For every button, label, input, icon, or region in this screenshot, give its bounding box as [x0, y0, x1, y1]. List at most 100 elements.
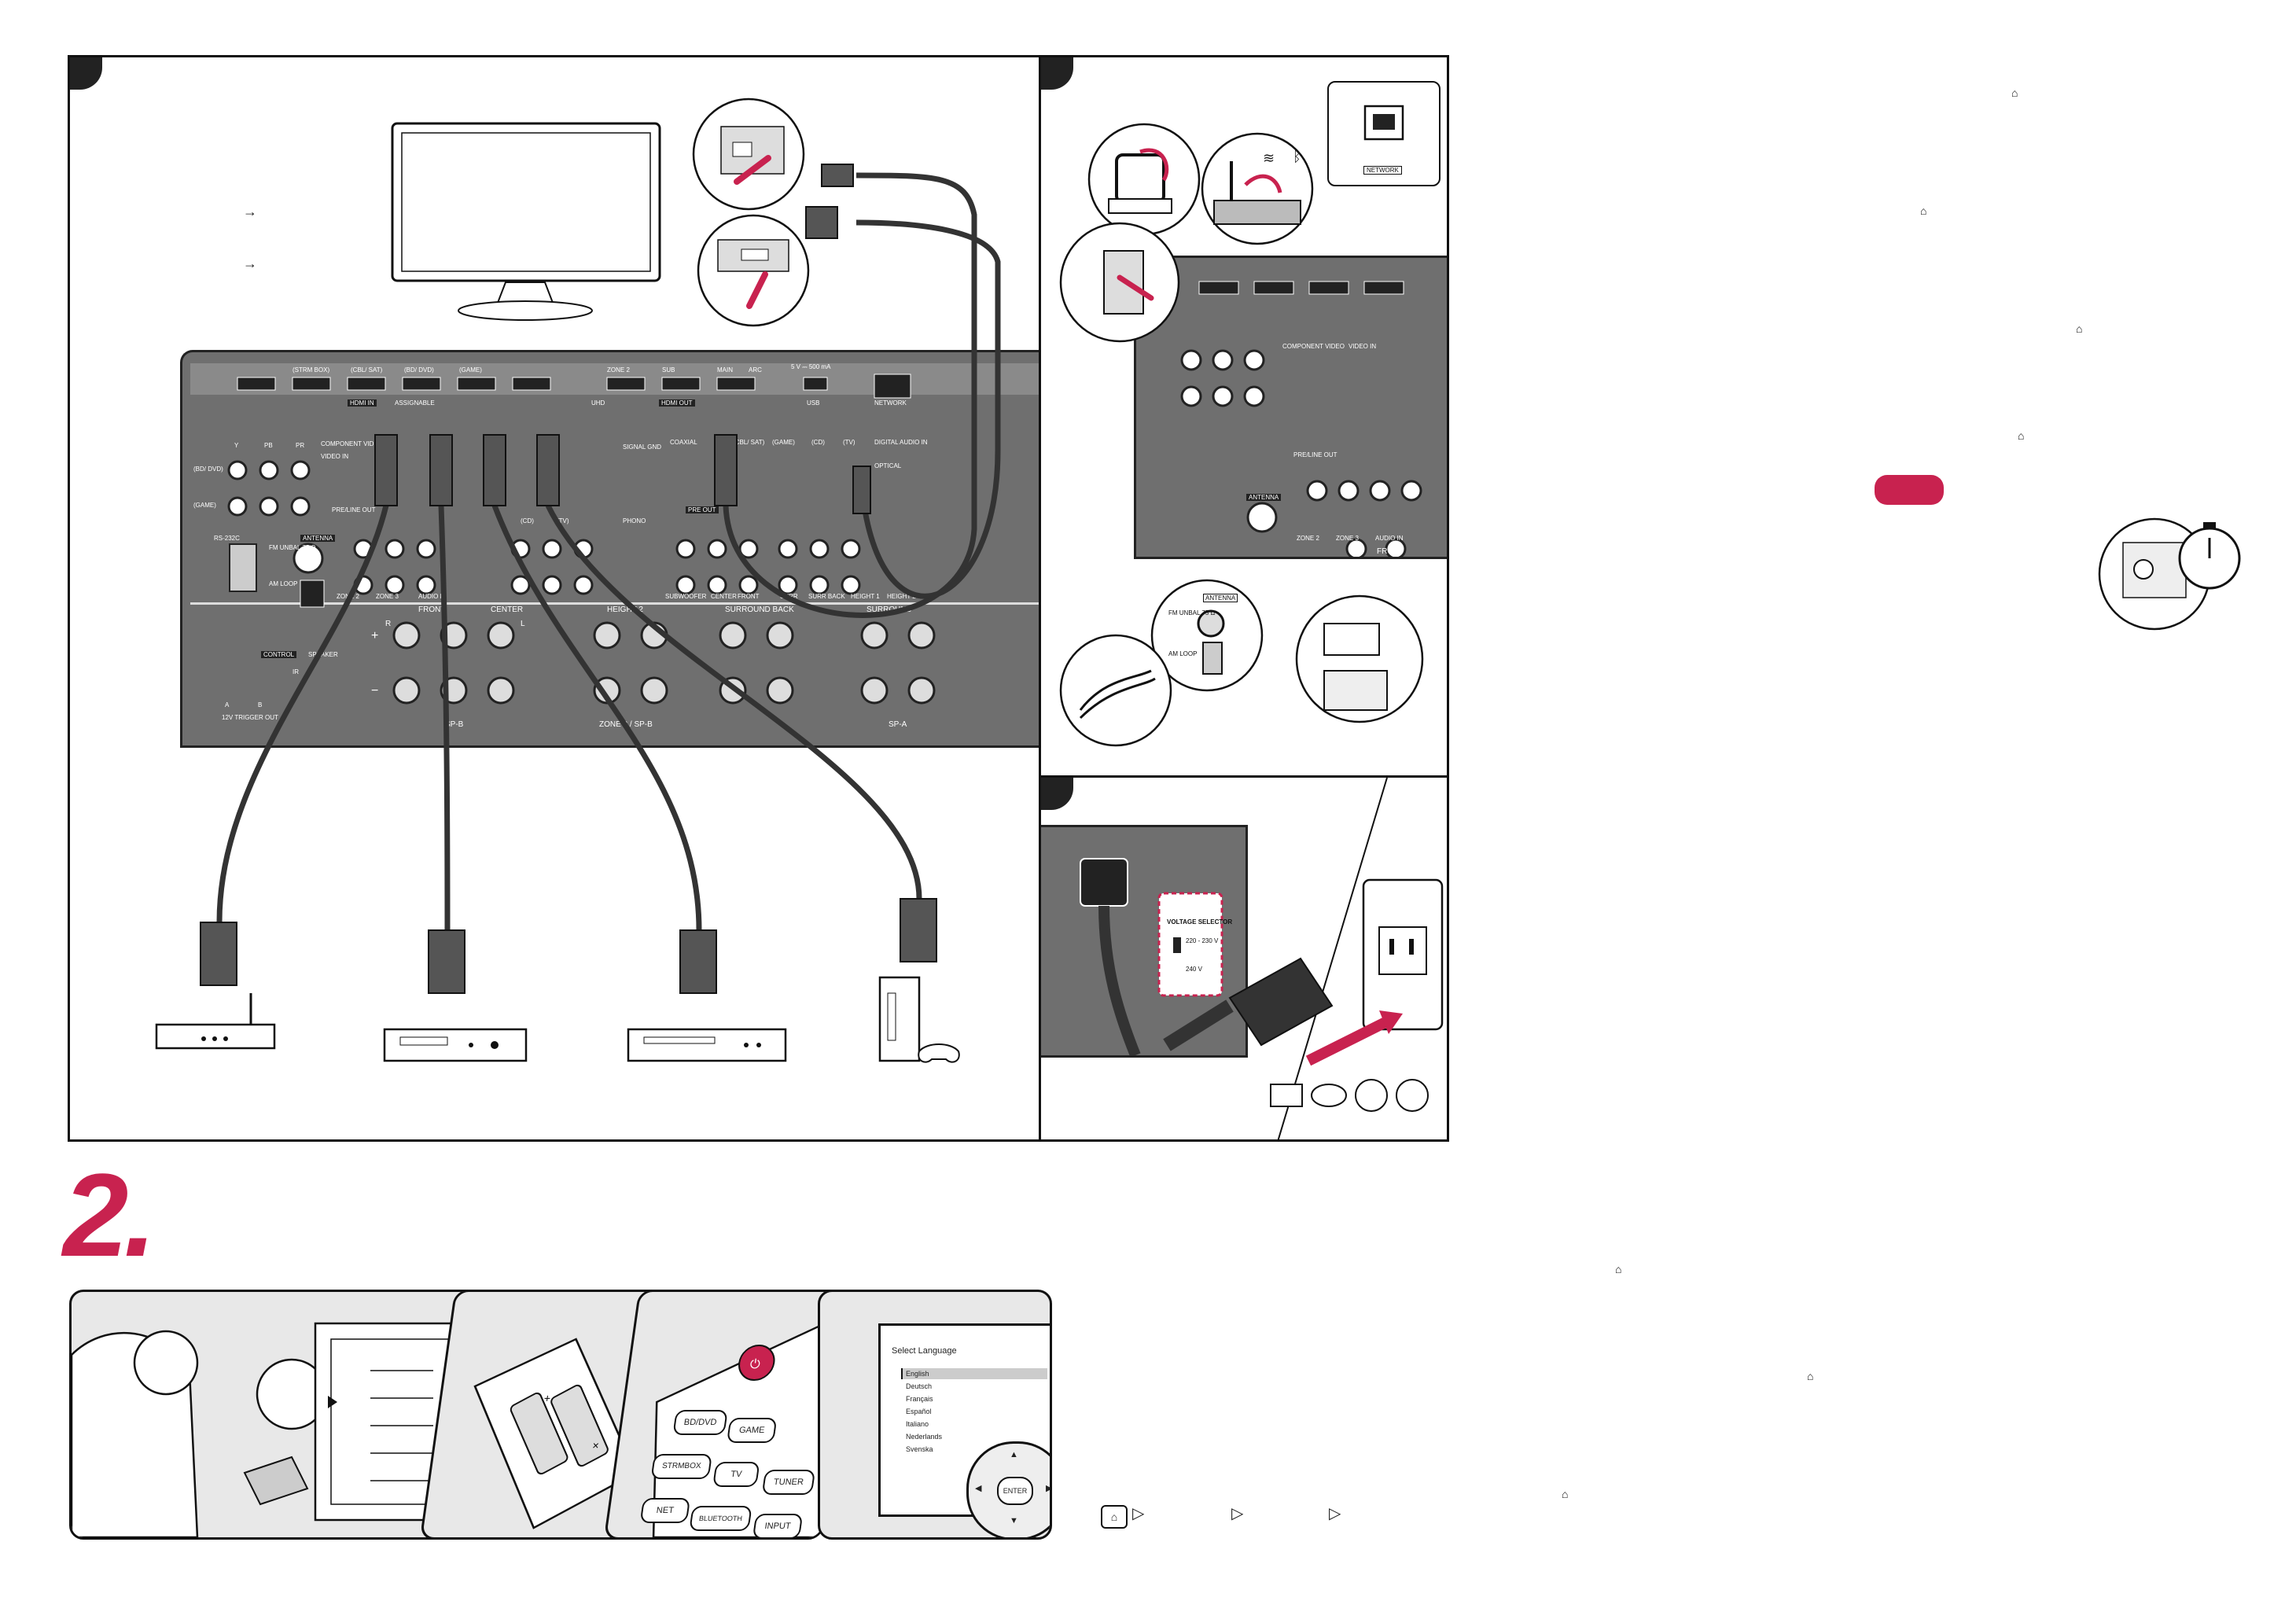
- tv-optical-callout: [690, 95, 808, 213]
- language-option[interactable]: Español: [906, 1408, 932, 1415]
- reset-button-illustration: [2076, 511, 2249, 645]
- language-option-selected[interactable]: English: [901, 1368, 1047, 1379]
- component-video-label: COMPONENT VIDEO: [321, 440, 383, 447]
- coaxial-label: COAXIAL: [670, 439, 697, 446]
- speaker-label: SPEAKER: [308, 651, 338, 658]
- usb-label: USB: [807, 399, 820, 407]
- remote-button[interactable]: INPUT: [752, 1514, 804, 1539]
- chevron-right-icon: ▷: [1231, 1505, 1244, 1522]
- remote-button[interactable]: STRMBOX: [650, 1454, 712, 1479]
- home-icon: ⌂: [2011, 86, 2018, 99]
- remote-button[interactable]: TV: [712, 1462, 760, 1487]
- signal-gnd-label: SIGNAL GND: [623, 443, 662, 451]
- power-plug-illustration: [1163, 778, 1444, 1139]
- component-input-label: PR: [296, 442, 305, 449]
- chevron-right-icon: ▷: [1329, 1505, 1341, 1522]
- pre-out-channel-label: SURR BACK: [808, 593, 845, 600]
- language-option[interactable]: Deutsch: [906, 1382, 933, 1390]
- component-video-label: COMPONENT VIDEO: [1282, 343, 1345, 350]
- enter-button[interactable]: ENTER: [997, 1477, 1033, 1505]
- home-icon: ⌂: [1807, 1370, 1814, 1382]
- arrow-up-icon[interactable]: ▲: [1010, 1450, 1018, 1459]
- arrow-right-icon: →: [243, 204, 257, 219]
- remote-button[interactable]: BD/DVD: [672, 1410, 728, 1435]
- audio-source-label: (CD): [521, 517, 534, 524]
- hdmi-in-port-label: (BD/ DVD): [404, 366, 434, 374]
- network-jack-box: NETWORK: [1327, 81, 1441, 186]
- remote-button[interactable]: TUNER: [761, 1470, 816, 1495]
- language-option[interactable]: Nederlands: [906, 1433, 943, 1441]
- pre-line-out-label: PRE/LINE OUT: [1293, 451, 1337, 458]
- uhd-label: UHD: [591, 399, 605, 407]
- remote-button[interactable]: GAME: [726, 1418, 778, 1443]
- antenna-fm-label: FM UNBAL 75 Ω: [1168, 609, 1216, 616]
- step2-panel-tv-remote: [69, 1290, 483, 1540]
- game-console-device: [864, 970, 966, 1072]
- dpad-control[interactable]: ENTER ▲ ▼ ◀ ▶: [966, 1441, 1052, 1537]
- component-source-label: (GAME): [193, 502, 216, 509]
- router-device: [149, 993, 282, 1056]
- accent-badge: [1875, 475, 1944, 505]
- window-mount-callout: [1293, 592, 1426, 726]
- receiver-back-panel: (STRM BOX) (CBL/ SAT) (BD/ DVD) (GAME) H…: [180, 350, 1039, 748]
- trigger-label: 12V TRIGGER OUT: [222, 714, 278, 721]
- router-callout: [1198, 130, 1316, 248]
- voltage-option-label: 220 - 230 V: [1186, 937, 1219, 944]
- antenna-fm-connector-callout: ANTENNA FM UNBAL 75 Ω AM LOOP: [1148, 576, 1266, 694]
- connection-panel-hdmi: → →: [68, 55, 1041, 1142]
- language-option[interactable]: Svenska: [906, 1445, 933, 1453]
- hdmi-cables: [200, 164, 1001, 994]
- usb-power-label: 5 V ⎓ 500 mA: [791, 363, 831, 370]
- home-nav-button[interactable]: ⌂: [1101, 1505, 1128, 1529]
- component-input-label: Y: [234, 442, 239, 449]
- control-label: CONTROL: [261, 651, 297, 658]
- language-option[interactable]: Français: [906, 1395, 933, 1403]
- audio-source-label: (TV): [557, 517, 569, 524]
- svg-text:⏻: ⏻: [749, 1357, 761, 1371]
- pre-out-channel-label: HEIGHT 2: [887, 593, 916, 600]
- antenna-am-label: AM LOOP: [1168, 650, 1198, 657]
- zone-label: ZONE 2: [1297, 535, 1319, 542]
- hdmi-out-port-label: ZONE 2: [607, 366, 630, 374]
- remote-button[interactable]: BLUETOOTH: [689, 1506, 752, 1531]
- speaker-zone-label: SP-A: [889, 720, 907, 729]
- language-option[interactable]: Italiano: [906, 1420, 929, 1428]
- hdmi-in-port-label: (CBL/ SAT): [351, 366, 383, 374]
- home-icon: ⌂: [2076, 322, 2083, 335]
- home-icon: ⌂: [1615, 1263, 1622, 1275]
- antenna-fm-label: FM UNBAL 75 Ω: [269, 544, 316, 551]
- audio-in-label: AUDIO IN: [1375, 535, 1404, 542]
- voltage-selector-label: VOLTAGE SELECTOR: [1167, 918, 1233, 926]
- digital-source-label: (GAME): [772, 439, 795, 446]
- pre-out-channel-label: SUBWOOFER: [665, 593, 707, 600]
- pre-out-channel-label: FRONT: [738, 593, 760, 600]
- pre-out-channel-label: CENTER: [711, 593, 737, 600]
- arrow-right-icon: →: [243, 256, 257, 271]
- hdmi-out-port-label: MAIN: [717, 366, 733, 374]
- language-screen-title: Select Language: [892, 1346, 957, 1356]
- component-source-label: (BD/ DVD): [193, 466, 223, 473]
- digital-audio-in-label: DIGITAL AUDIO IN: [874, 439, 928, 446]
- arrow-down-icon[interactable]: ▼: [1010, 1516, 1018, 1525]
- step-number: 2.: [63, 1149, 156, 1281]
- fm-antenna-callout: [1057, 219, 1183, 345]
- bluetooth-icon: ᛒ: [1293, 149, 1301, 164]
- fm-wire-antenna: [1057, 631, 1175, 749]
- chevron-right-icon: ▷: [1132, 1505, 1145, 1522]
- channel-r-label: R: [385, 620, 392, 628]
- voltage-option-label: 240 V: [1186, 966, 1202, 973]
- trigger-port-label: B: [258, 701, 263, 708]
- arrow-right-icon[interactable]: ▶: [1046, 1484, 1052, 1493]
- plug-type-icons: [1266, 1076, 1447, 1116]
- am-antenna-callout: [1085, 120, 1203, 238]
- tv-illustration: [388, 117, 679, 345]
- arrow-left-icon[interactable]: ◀: [975, 1484, 982, 1493]
- remote-button[interactable]: NET: [639, 1498, 691, 1523]
- digital-source-label: (CD): [811, 439, 825, 446]
- home-icon: ⌂: [2018, 429, 2025, 442]
- connection-panel-antenna-network: ≋ ᛒ NETWORK COMPONENT VIDEO VIDEO IN PRE…: [1039, 55, 1449, 788]
- polarity-plus-label: +: [371, 629, 379, 642]
- pre-line-out-label: PRE/LINE OUT: [332, 506, 376, 513]
- video-in-label: VIDEO IN: [1349, 343, 1377, 350]
- video-in-label: VIDEO IN: [321, 453, 349, 460]
